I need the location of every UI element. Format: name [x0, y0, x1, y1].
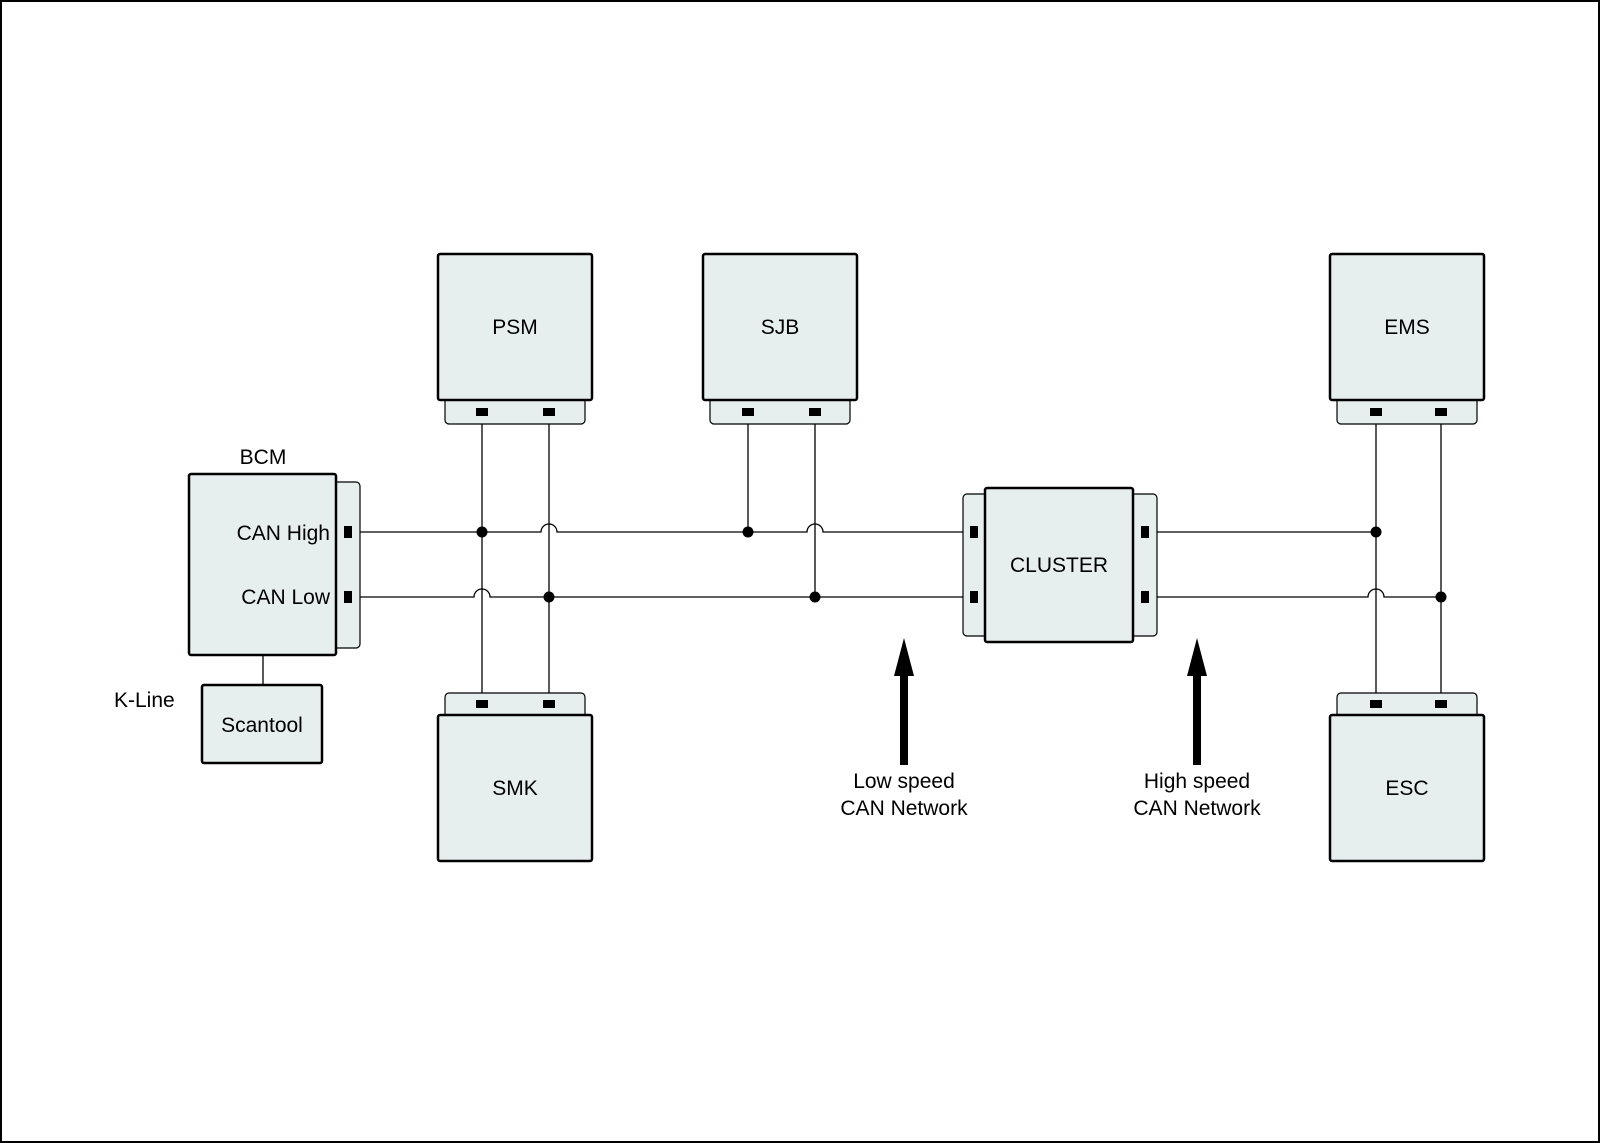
psm-label: PSM [492, 316, 538, 339]
ems-label: EMS [1384, 316, 1430, 339]
cluster-left-can-low-pin [970, 591, 978, 603]
cluster-left-can-high-pin [970, 526, 978, 538]
esc-pin [1370, 700, 1382, 708]
psm-box [436, 252, 594, 402]
smk-label: SMK [492, 777, 538, 800]
psm-pin [543, 408, 555, 416]
scantool-label: Scantool [221, 714, 303, 737]
junction-dot [742, 526, 754, 538]
up-arrow-icon [1187, 638, 1207, 765]
bcm-can-low-pin [344, 591, 352, 603]
up-arrow-icon [894, 638, 914, 765]
bcm-module: BCM CAN High CAN Low [187, 446, 361, 657]
junction-dot [809, 591, 821, 603]
cluster-right-can-low-pin [1141, 591, 1149, 603]
cluster-box [983, 486, 1135, 644]
can-wiring [262, 412, 1447, 703]
cluster-module: CLUSTER [962, 486, 1158, 644]
low-speed-can-high-wire [355, 523, 972, 533]
bcm-can-high-pin [344, 526, 352, 538]
bcm-can-low-label: CAN Low [241, 586, 331, 609]
high-speed-label-line1: High speed [1144, 770, 1250, 793]
ems-module: EMS [1328, 252, 1486, 425]
psm-module: PSM [436, 252, 594, 425]
scantool-box [200, 683, 324, 765]
kline-label: K-Line [114, 689, 175, 712]
cluster-label: CLUSTER [1010, 554, 1108, 577]
scantool-module: K-Line Scantool [114, 683, 324, 765]
low-speed-label-line2: CAN Network [840, 797, 968, 820]
sjb-label: SJB [761, 316, 800, 339]
junction-dot [1435, 591, 1447, 603]
low-speed-network-indicator: Low speed CAN Network [840, 638, 968, 820]
esc-box [1328, 713, 1486, 863]
smk-pin [543, 700, 555, 708]
junction-dot [543, 591, 555, 603]
ems-pin [1370, 408, 1382, 416]
low-speed-label-line1: Low speed [853, 770, 955, 793]
ems-box [1328, 252, 1486, 402]
smk-box [436, 713, 594, 863]
high-speed-label-line2: CAN Network [1133, 797, 1261, 820]
smk-pin [476, 700, 488, 708]
high-speed-network-indicator: High speed CAN Network [1133, 638, 1261, 820]
cluster-right-can-high-pin [1141, 526, 1149, 538]
junction-dot [1370, 526, 1382, 538]
smk-module: SMK [436, 692, 594, 863]
sjb-box [701, 252, 859, 402]
sjb-pin [809, 408, 821, 416]
sjb-pin [742, 408, 754, 416]
esc-module: ESC [1328, 692, 1486, 863]
esc-label: ESC [1385, 777, 1428, 800]
bcm-title: BCM [240, 446, 287, 469]
junction-dot [476, 526, 488, 538]
bcm-can-high-label: CAN High [237, 522, 330, 545]
ems-pin [1435, 408, 1447, 416]
sjb-module: SJB [701, 252, 859, 425]
bcm-box [187, 472, 338, 657]
psm-pin [476, 408, 488, 416]
esc-pin [1435, 700, 1447, 708]
